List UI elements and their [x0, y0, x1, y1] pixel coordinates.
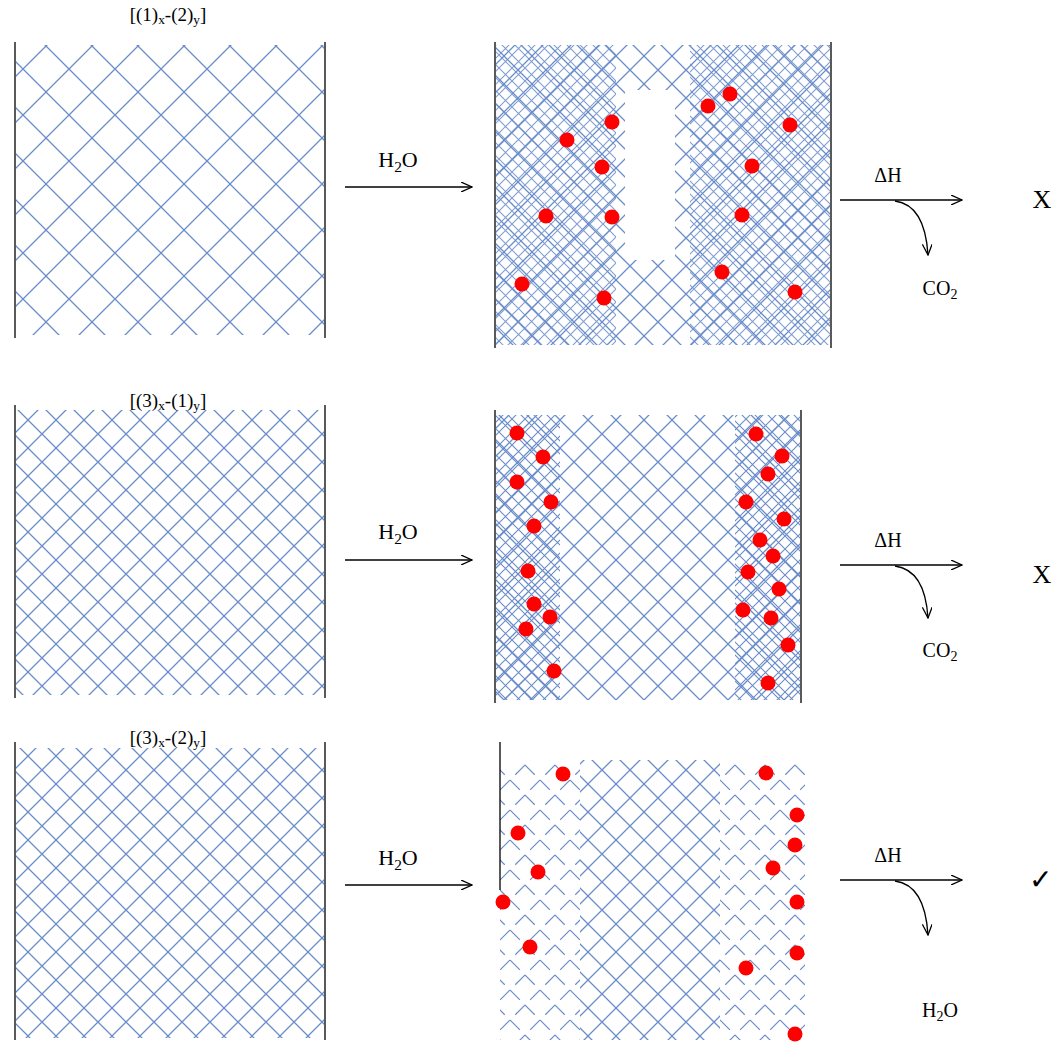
water-dot: [556, 767, 571, 782]
water-dot: [519, 622, 534, 637]
result-mark: X: [1033, 187, 1052, 213]
subscript: 2: [394, 530, 402, 547]
gas-product: CO2: [923, 640, 958, 660]
water-dot: [759, 766, 774, 781]
water-dot: [790, 946, 805, 961]
row-3: [15, 742, 962, 1040]
water-dot: [749, 427, 764, 442]
subscript: 2: [937, 1009, 944, 1024]
water-dot: [761, 676, 776, 691]
water-dot: [523, 940, 538, 955]
water-dot: [736, 603, 751, 618]
heat-label: ΔH: [874, 845, 901, 865]
water-dot: [715, 265, 730, 280]
subscript: 2: [394, 158, 402, 175]
water-dot: [605, 115, 620, 130]
heat-label: ΔH: [874, 530, 901, 550]
water-dot: [547, 664, 562, 679]
water-dot: [735, 208, 750, 223]
water-dot: [761, 467, 776, 482]
water-dot: [772, 582, 787, 597]
water-dot: [539, 209, 554, 224]
water-dot: [739, 495, 754, 510]
heat-label: ΔH: [874, 165, 901, 185]
water-dot: [510, 426, 525, 441]
subscript: x: [158, 398, 165, 413]
water-dot: [783, 118, 798, 133]
water-dot: [723, 87, 738, 102]
polymer-formula: [(3)x-(2)y]: [130, 728, 207, 747]
subscript: x: [158, 735, 165, 750]
water-dot: [790, 895, 805, 910]
water-dot: [766, 549, 781, 564]
reagent: H2O: [378, 521, 417, 543]
gas-product: CO2: [923, 278, 958, 298]
water-dot: [788, 1027, 803, 1042]
water-dot: [515, 277, 530, 292]
water-dot: [496, 895, 511, 910]
subscript: y: [193, 735, 200, 750]
water-dot: [560, 133, 575, 148]
water-dot: [741, 565, 756, 580]
water-dots: [496, 87, 805, 1042]
result-mark: ✓: [1029, 866, 1052, 894]
row-2: [15, 405, 962, 703]
water-dot: [790, 808, 805, 823]
water-dot: [595, 160, 610, 175]
subscript: y: [193, 12, 200, 27]
subscript: 2: [950, 287, 957, 302]
water-dot: [510, 475, 525, 490]
water-dot: [777, 512, 792, 527]
subscript: 2: [950, 649, 957, 664]
subscript: x: [158, 12, 165, 27]
polymer-formula: [(1)x-(2)y]: [130, 5, 207, 24]
water-dot: [766, 861, 781, 876]
polymer-formula: [(3)x-(1)y]: [130, 391, 207, 410]
water-dot: [775, 449, 790, 464]
reagent: H2O: [378, 847, 417, 869]
water-dot: [701, 99, 716, 114]
water-dot: [739, 961, 754, 976]
subscript: y: [193, 398, 200, 413]
water-dot: [764, 611, 779, 626]
gas-product: H2O: [922, 1000, 958, 1020]
reagent: H2O: [378, 149, 417, 171]
water-dot: [543, 610, 558, 625]
row-1: [15, 42, 962, 348]
water-dot: [605, 210, 620, 225]
water-dot: [527, 519, 542, 534]
result-mark: X: [1033, 562, 1052, 588]
water-dot: [521, 564, 536, 579]
water-dot: [745, 159, 760, 174]
water-dot: [753, 533, 768, 548]
subscript: 2: [394, 856, 402, 873]
water-dot: [531, 865, 546, 880]
water-dot: [781, 638, 796, 653]
water-dot: [788, 838, 803, 853]
water-dot: [536, 450, 551, 465]
water-dot: [597, 291, 612, 306]
water-dot: [511, 826, 526, 841]
water-dot: [527, 597, 542, 612]
water-dot: [788, 285, 803, 300]
water-dot: [544, 495, 559, 510]
